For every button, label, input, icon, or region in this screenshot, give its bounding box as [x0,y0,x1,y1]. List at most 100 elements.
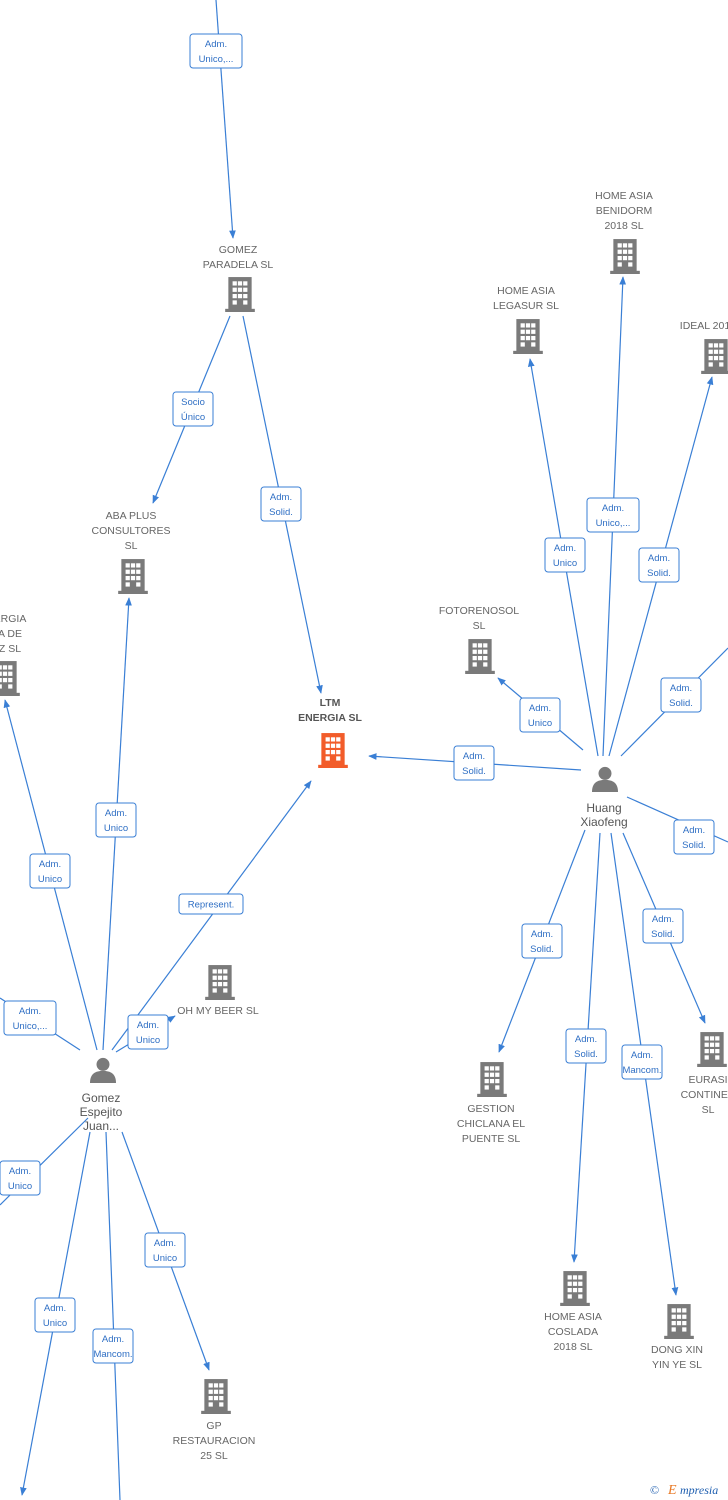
relation-badge[interactable]: Adm. Mancom. [621,1044,663,1080]
relation-badge-box[interactable] [3,1000,57,1036]
relation-badge-box[interactable] [29,853,71,889]
node-label: ERGIA [0,613,26,625]
relation-badge[interactable]: Adm.Solid. [660,677,702,713]
relation-badge-box[interactable] [660,677,702,713]
relation-badge[interactable]: Represent. [178,893,244,915]
relation-label: Adm. [39,859,61,870]
relation-badge-box[interactable] [521,923,563,959]
person-icon [592,766,618,792]
relation-label: Unico [153,1253,177,1264]
relation-label: Adm. [683,825,705,836]
relation-badge-box[interactable] [95,802,137,838]
node-label: Espejito [80,1105,123,1119]
relation-badge[interactable]: Adm.Mancom. [92,1328,134,1364]
relation-badge-box[interactable] [453,745,495,781]
person-node-gomez-espejito[interactable]: GomezEspejitoJuan... [80,1057,123,1133]
building-icon [701,339,728,374]
node-label: Juan... [83,1119,119,1133]
node-label: 2018 SL [604,220,643,232]
relation-badge-box[interactable] [127,1014,169,1050]
node-label: LEGASUR SL [493,300,559,312]
building-icon [477,1062,507,1097]
relation-label: Solid. [651,929,675,940]
relation-badge-box[interactable] [565,1028,607,1064]
node-label: GESTION [467,1103,514,1115]
company-node-ideal[interactable]: IDEAL 201 [680,320,728,374]
relation-badge[interactable]: Adm.Unico [29,853,71,889]
node-label: ENERGIA SL [298,712,362,724]
building-icon [513,319,543,354]
node-label: BENIDORM [596,205,653,217]
node-label: ABA PLUS [106,510,157,522]
relation-badge-box[interactable] [638,547,680,583]
relation-badge-box[interactable] [0,1160,41,1196]
relation-label: Unico,... [199,54,234,65]
relation-label: Adm. [205,39,227,50]
relation-badge[interactable]: Adm.Unico,... [3,1000,57,1036]
relation-badge[interactable]: Adm.Solid. [565,1028,607,1064]
relation-badge-box[interactable] [586,497,640,533]
relation-badge[interactable]: Adm.Solid. [642,908,684,944]
relation-label: Adm. [463,751,485,762]
relation-badge[interactable]: Adm.Unico [144,1232,186,1268]
relation-badge-box[interactable] [519,697,561,733]
relation-badge-box[interactable] [34,1297,76,1333]
relation-label: Adm. [631,1050,653,1061]
node-label: YIN YE SL [652,1359,702,1371]
relation-badge[interactable]: Adm.Solid. [453,745,495,781]
relation-badge-box[interactable] [544,537,586,573]
relation-badge[interactable]: Adm.Unico [34,1297,76,1333]
relation-badge-box[interactable] [144,1232,186,1268]
relation-badge[interactable]: Adm.Unico,... [586,497,640,533]
relation-badge[interactable]: Adm.Unico [544,537,586,573]
relation-badge-box[interactable] [673,819,715,855]
relation-badge[interactable]: Adm.Solid. [638,547,680,583]
building-icon [318,733,348,768]
relation-label: Socio [181,397,205,408]
relation-badge[interactable]: Adm.Unico [0,1160,41,1196]
node-label: COSLADA [548,1326,598,1338]
relation-badge-box[interactable] [172,391,214,427]
relation-badge-box[interactable] [621,1044,663,1080]
company-node-eurasi[interactable]: EURASICONTINENSL [681,1032,728,1116]
company-node-home-asia-legasur[interactable]: HOME ASIA LEGASUR SL [493,285,559,354]
node-label: Z SL [0,643,21,655]
relation-badge[interactable]: Adm.Unico [127,1014,169,1050]
relation-label: Solid. [530,944,554,955]
relation-badge[interactable]: Adm. Unico,... [189,33,243,69]
building-icon [0,661,20,696]
relation-badge-box[interactable] [642,908,684,944]
relation-badge[interactable]: Adm.Unico [519,697,561,733]
relation-label: Mancom. [622,1065,661,1076]
edge-e11 [105,1131,121,1500]
node-label: HOME ASIA [497,285,555,297]
relation-badge-box[interactable] [189,33,243,69]
relation-badge[interactable]: Adm.Solid. [260,486,302,522]
node-label: SL [125,540,138,552]
building-icon [225,277,255,312]
relation-badge[interactable]: Adm. Solid. [521,923,563,959]
node-label: RESTAURACION [173,1435,256,1447]
node-label: SL [473,620,486,632]
relation-badge-box[interactable] [92,1328,134,1364]
company-node-oh-my-beer[interactable]: OH MY BEER SL [177,965,259,1017]
relation-badge[interactable]: Adm.Solid. [673,819,715,855]
relation-badge-box[interactable] [178,893,244,915]
relation-label: Adm. [531,929,553,940]
relation-label: Solid. [647,568,671,579]
relation-badge-box[interactable] [260,486,302,522]
relation-badge[interactable]: Adm.Unico [95,802,137,838]
company-node-energia-left[interactable]: ERGIAA DEZ SL [0,613,26,696]
relation-label: Solid. [574,1049,598,1060]
